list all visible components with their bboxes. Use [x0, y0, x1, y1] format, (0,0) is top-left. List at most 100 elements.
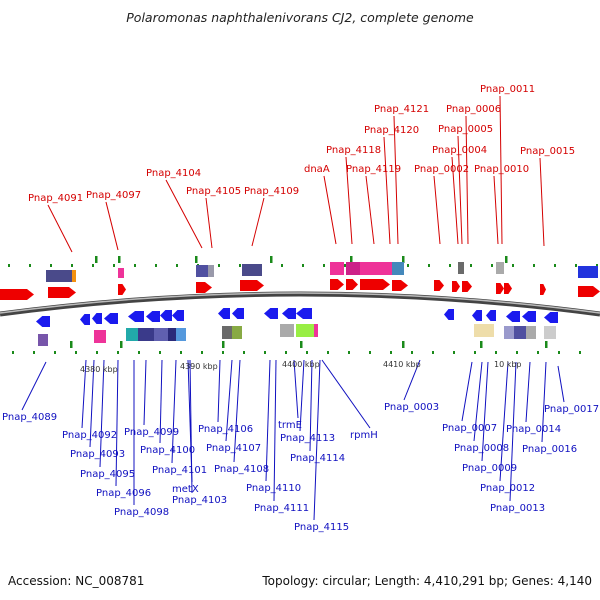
reverse-gene-arrow: [36, 316, 50, 327]
bottom-label-connector: [403, 359, 421, 401]
tick-mark: [180, 351, 182, 354]
tick-major: [120, 341, 123, 348]
tick-mark: [71, 264, 73, 267]
genome-axis: [0, 291, 600, 317]
top-label-connector: [393, 115, 399, 245]
gene-feature-box: [346, 262, 360, 275]
tick-mark: [554, 264, 556, 267]
bottom-label-connector: [499, 361, 509, 482]
bottom-label-connector: [233, 359, 241, 463]
tick-mark: [390, 351, 392, 354]
gene-feature-box: [474, 324, 494, 337]
forward-gene-arrow: [330, 279, 344, 290]
bottom-label-connector: [299, 359, 305, 432]
genome-summary-text: Topology: circular; Length: 4,410,291 bp…: [262, 574, 592, 588]
reverse-gene-arrow: [80, 314, 90, 325]
top-gene-label: Pnap_4121: [374, 104, 429, 115]
forward-gene-arrow: [346, 279, 358, 290]
tick-mark: [8, 264, 10, 267]
gene-feature-box: [330, 262, 344, 275]
reverse-gene-arrow: [522, 311, 536, 322]
tick-mark: [176, 264, 178, 267]
tick-major: [505, 256, 508, 263]
tick-mark: [596, 264, 598, 267]
tick-mark: [113, 264, 115, 267]
tick-mark: [453, 351, 455, 354]
reverse-gene-arrow: [146, 311, 160, 322]
bottom-label-connector: [217, 359, 221, 423]
tick-mark: [75, 351, 77, 354]
top-gene-label: dnaA: [304, 164, 330, 175]
gene-feature-box: [526, 326, 536, 339]
tick-mark: [264, 351, 266, 354]
scale-label: 4410 kbp: [383, 360, 421, 369]
bottom-gene-label: rpmH: [350, 430, 378, 441]
tick-mark: [407, 264, 409, 267]
tick-mark: [495, 351, 497, 354]
top-label-connector: [539, 157, 545, 247]
tick-mark: [512, 264, 514, 267]
bottom-gene-label: Pnap_4103: [172, 495, 227, 506]
reverse-gene-arrow: [506, 311, 520, 322]
gene-feature-box: [496, 262, 504, 274]
gene-feature-box: [504, 326, 514, 339]
gene-features: [0, 262, 600, 346]
bottom-gene-label: metX: [172, 484, 199, 495]
bottom-gene-label: Pnap_4093: [70, 449, 125, 460]
tick-major: [95, 256, 98, 263]
tick-mark: [369, 351, 371, 354]
top-label-connector: [383, 136, 391, 245]
tick-mark: [470, 264, 472, 267]
tick-mark: [516, 351, 518, 354]
bottom-gene-label: Pnap_4108: [214, 464, 269, 475]
bottom-label-connector: [473, 361, 483, 442]
tick-mark: [92, 264, 94, 267]
tick-mark: [155, 264, 157, 267]
tick-mark: [134, 264, 136, 267]
gene-feature-box: [458, 262, 464, 274]
tick-mark: [302, 264, 304, 267]
bottom-gene-label: Pnap_0003: [384, 402, 439, 413]
gene-feature-box: [280, 324, 294, 337]
reverse-gene-arrow: [160, 310, 172, 321]
bottom-label-connector: [509, 361, 517, 502]
tick-mark: [54, 351, 56, 354]
reverse-gene-arrow: [92, 313, 102, 324]
bottom-gene-label: Pnap_0008: [454, 443, 509, 454]
reverse-gene-arrow: [232, 308, 244, 319]
forward-gene-arrow: [240, 280, 264, 291]
tick-mark: [12, 351, 14, 354]
top-label-connector: [365, 175, 375, 245]
reverse-gene-arrow: [472, 310, 482, 321]
bottom-label-connector: [309, 359, 313, 452]
tick-mark: [579, 351, 581, 354]
gene-feature-box: [544, 326, 556, 339]
scale-label: 10 kbp: [494, 360, 522, 369]
gene-feature-box: [578, 266, 598, 278]
forward-gene-arrow: [0, 289, 34, 300]
tick-mark: [50, 264, 52, 267]
bottom-gene-label: Pnap_4106: [198, 424, 253, 435]
bottom-gene-label: Pnap_4110: [246, 483, 301, 494]
tick-major: [545, 341, 548, 348]
gene-feature-box: [94, 330, 106, 343]
bottom-label-connector: [171, 359, 177, 464]
top-label-connector: [499, 95, 503, 245]
top-label-connector: [345, 156, 353, 245]
top-label-connector: [465, 115, 469, 245]
forward-gene-arrow: [196, 282, 212, 293]
tick-major: [300, 341, 303, 348]
bottom-gene-label: Pnap_0007: [442, 423, 497, 434]
top-label-connector: [433, 175, 441, 245]
tick-major: [195, 256, 198, 263]
top-gene-label: Pnap_4109: [244, 186, 299, 197]
bottom-label-connector: [557, 365, 565, 403]
bottom-label-connector: [321, 359, 371, 429]
tick-mark: [138, 351, 140, 354]
bottom-label-connector: [21, 361, 47, 411]
tick-mark: [222, 351, 224, 354]
forward-gene-arrow: [504, 283, 512, 294]
bottom-gene-label: Pnap_4089: [2, 412, 57, 423]
bottom-label-connector: [99, 359, 105, 468]
reverse-gene-arrow: [282, 308, 296, 319]
